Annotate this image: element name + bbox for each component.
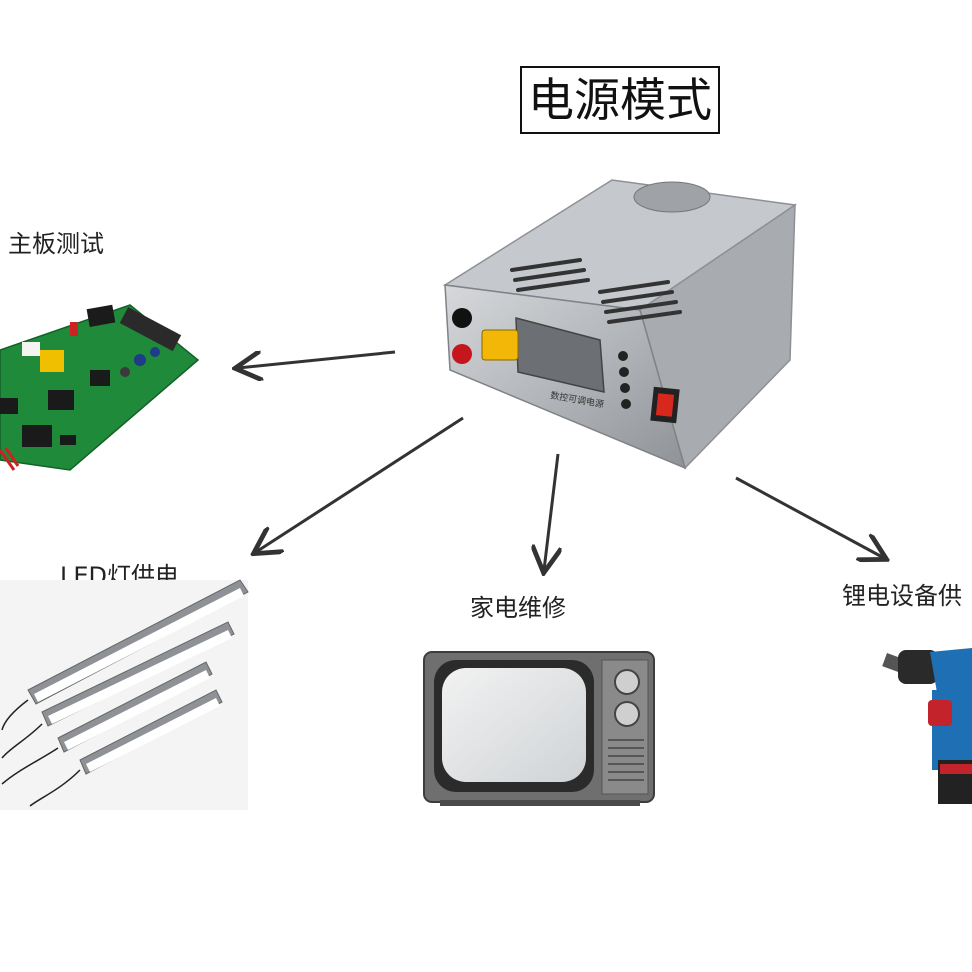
arrow-to-motherboard [238,350,396,368]
motherboard-image [0,304,200,471]
tv-image [423,651,655,806]
label-appliance-repair: 家电维修 [470,594,566,622]
arrow-to-appliance [544,453,558,570]
arrow-to-lithium [735,476,884,558]
arrow-to-led [256,416,464,552]
led-lights-image [0,579,249,810]
drill-image [882,648,972,804]
label-motherboard-test: 主板测试 [8,230,104,258]
page-title: 电源模式 [520,66,720,134]
power-supply-image: 数控可调电源 [442,179,798,470]
label-lithium-device: 锂电设备供 [842,582,962,610]
